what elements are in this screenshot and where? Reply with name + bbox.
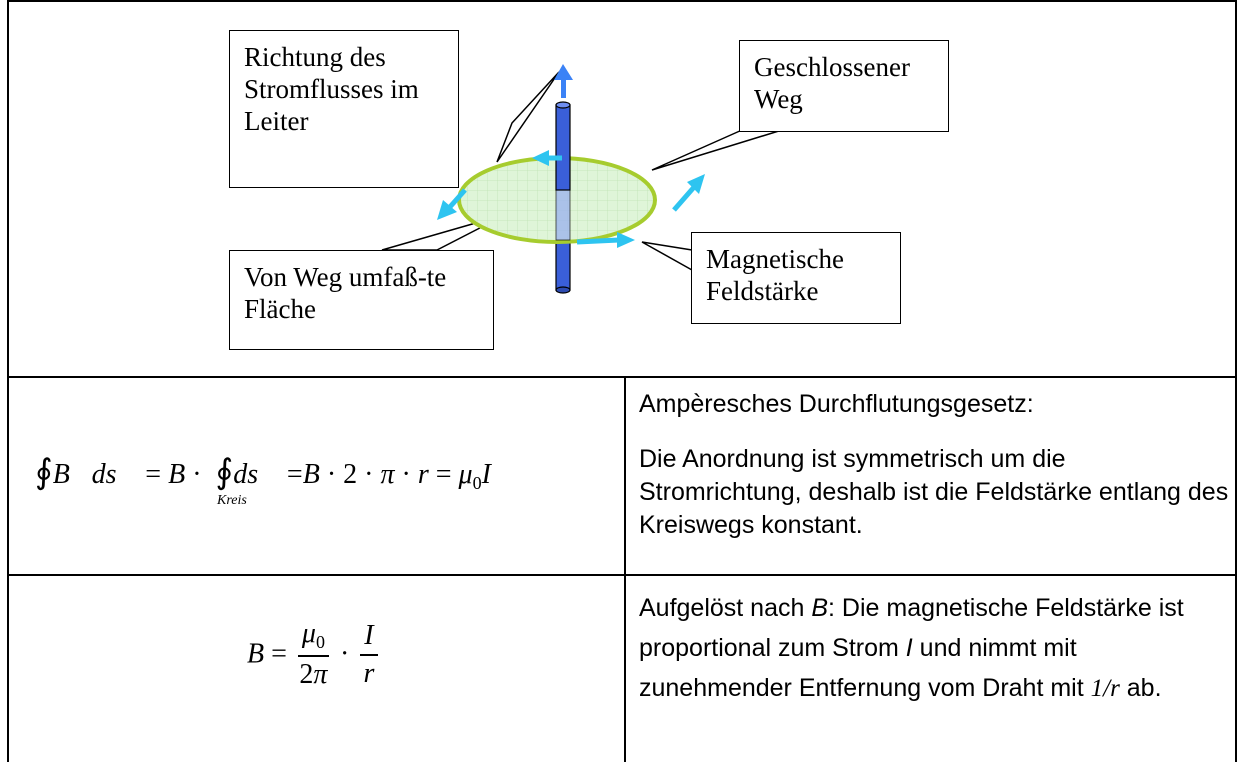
table-divider-1 <box>7 376 1237 378</box>
callout-closed-path: Geschlossener Weg <box>739 40 949 132</box>
callout-enclosed-area-text: Von Weg umfaß-te Fläche <box>244 262 447 324</box>
table-divider-2 <box>7 574 1237 576</box>
wire-top-cap <box>555 101 571 109</box>
callout-current-direction-text: Richtung des Stromflusses im Leiter <box>244 42 419 136</box>
callout-closed-path-text: Geschlossener Weg <box>754 52 910 114</box>
desc-part-1: Aufgelöst nach <box>639 594 812 622</box>
desc-var-I: I <box>905 634 913 662</box>
page-frame: Richtung des Stromflusses im Leiter Gesc… <box>7 0 1237 762</box>
ampere-law-body: Die Anordnung ist symmetrisch um die Str… <box>639 445 1229 539</box>
field-strength-description: Aufgelöst nach B: Die magnetische Feldst… <box>639 588 1231 709</box>
field-arrow-back <box>532 150 562 166</box>
ampere-law-formula: ∮B⃗ds⃗ = B · ∮ds⃗ =B · 2 · π · r = μ0I <box>35 454 491 493</box>
callout-enclosed-area: Von Weg umfaß-te Fläche <box>229 250 494 350</box>
callout-current-direction: Richtung des Stromflusses im Leiter <box>229 30 459 188</box>
field-arrow-front <box>576 232 635 248</box>
table-border-left <box>7 0 9 762</box>
callout-field-strength: Magnetische Feldstärke <box>691 232 901 324</box>
ampere-diagram <box>381 64 783 294</box>
integral-subscript-kreis: Kreis <box>217 493 247 508</box>
desc-var-B: B <box>811 594 829 622</box>
desc-part-3: und nimmt mit zunehmender Entfernung vom… <box>639 634 1091 702</box>
callout-field-strength-text: Magnetische Feldstärke <box>706 244 844 306</box>
table-column-divider <box>624 376 626 762</box>
callout-leader-field <box>641 241 693 272</box>
wire-through-area <box>555 189 571 241</box>
ampere-law-description: Ampèresches Durchflutungsgesetz: Die Ano… <box>639 388 1229 542</box>
callout-leader-closed-path <box>651 129 783 171</box>
table-border-top <box>7 0 1237 2</box>
wire-upper <box>555 104 571 191</box>
wire-bottom-cap <box>555 286 571 294</box>
table-border-right <box>1235 0 1237 762</box>
desc-one-over-r: 1/r <box>1090 675 1120 702</box>
field-arrow-right <box>672 174 705 212</box>
desc-part-4: ab. <box>1119 674 1162 702</box>
field-arrow-left <box>437 188 467 220</box>
desc-part-2: : Die magnetische Feldstärke ist proport… <box>639 594 1184 662</box>
current-direction-arrow <box>554 64 573 98</box>
callout-leader-current <box>496 71 560 163</box>
ampere-law-heading: Ampèresches Durchflutungsgesetz: <box>639 390 1034 418</box>
